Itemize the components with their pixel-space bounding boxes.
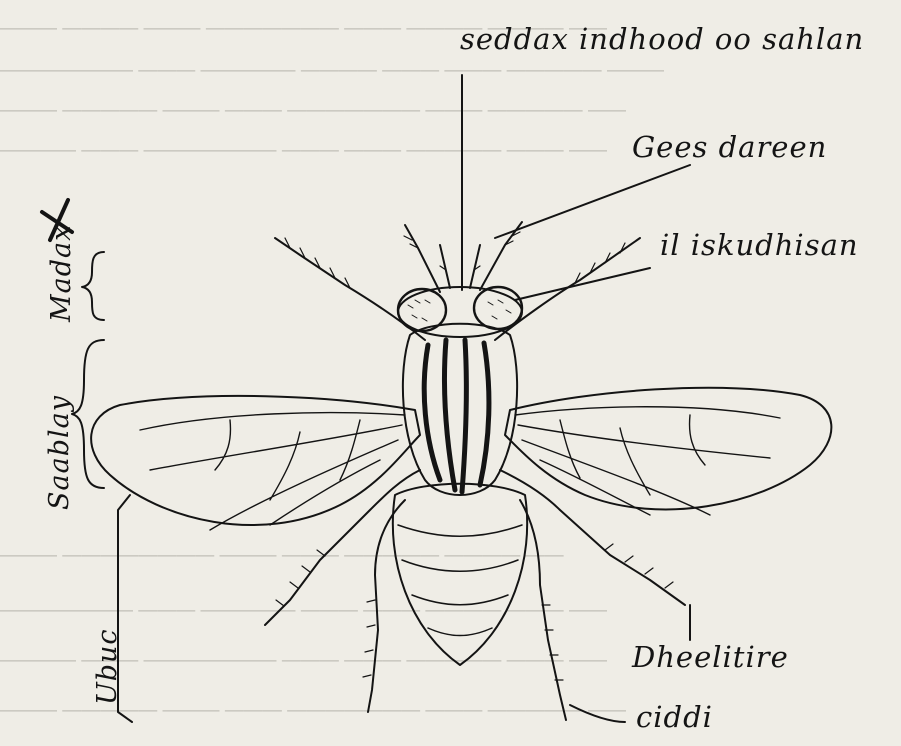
label-thorax: Saablay	[44, 395, 75, 510]
bracket-head	[82, 252, 104, 320]
thorax	[403, 324, 517, 495]
label-legs: Dheelitire	[632, 640, 789, 674]
label-mouthparts: il iskudhisan	[660, 228, 859, 262]
abdomen	[393, 484, 527, 665]
leg-front-left	[275, 238, 425, 340]
antenna-left	[405, 225, 440, 292]
left-wing-veins	[140, 413, 405, 530]
label-claws: ciddi	[636, 700, 713, 734]
antenna-right	[480, 222, 522, 290]
leader-claws	[570, 705, 625, 722]
leg-hind-left	[368, 500, 405, 712]
label-antenna: Gees dareen	[632, 130, 827, 164]
leader-mouthparts	[515, 268, 650, 300]
right-wing	[505, 388, 831, 510]
bracket-thorax	[72, 340, 104, 488]
label-abdomen: Ubuc	[92, 628, 123, 705]
label-head-parts: seddax indhood oo sahlan	[460, 22, 864, 56]
label-head: Madax	[46, 225, 77, 322]
eye-left	[398, 289, 446, 331]
leg-front-right	[495, 238, 640, 340]
eye-right	[474, 287, 522, 329]
